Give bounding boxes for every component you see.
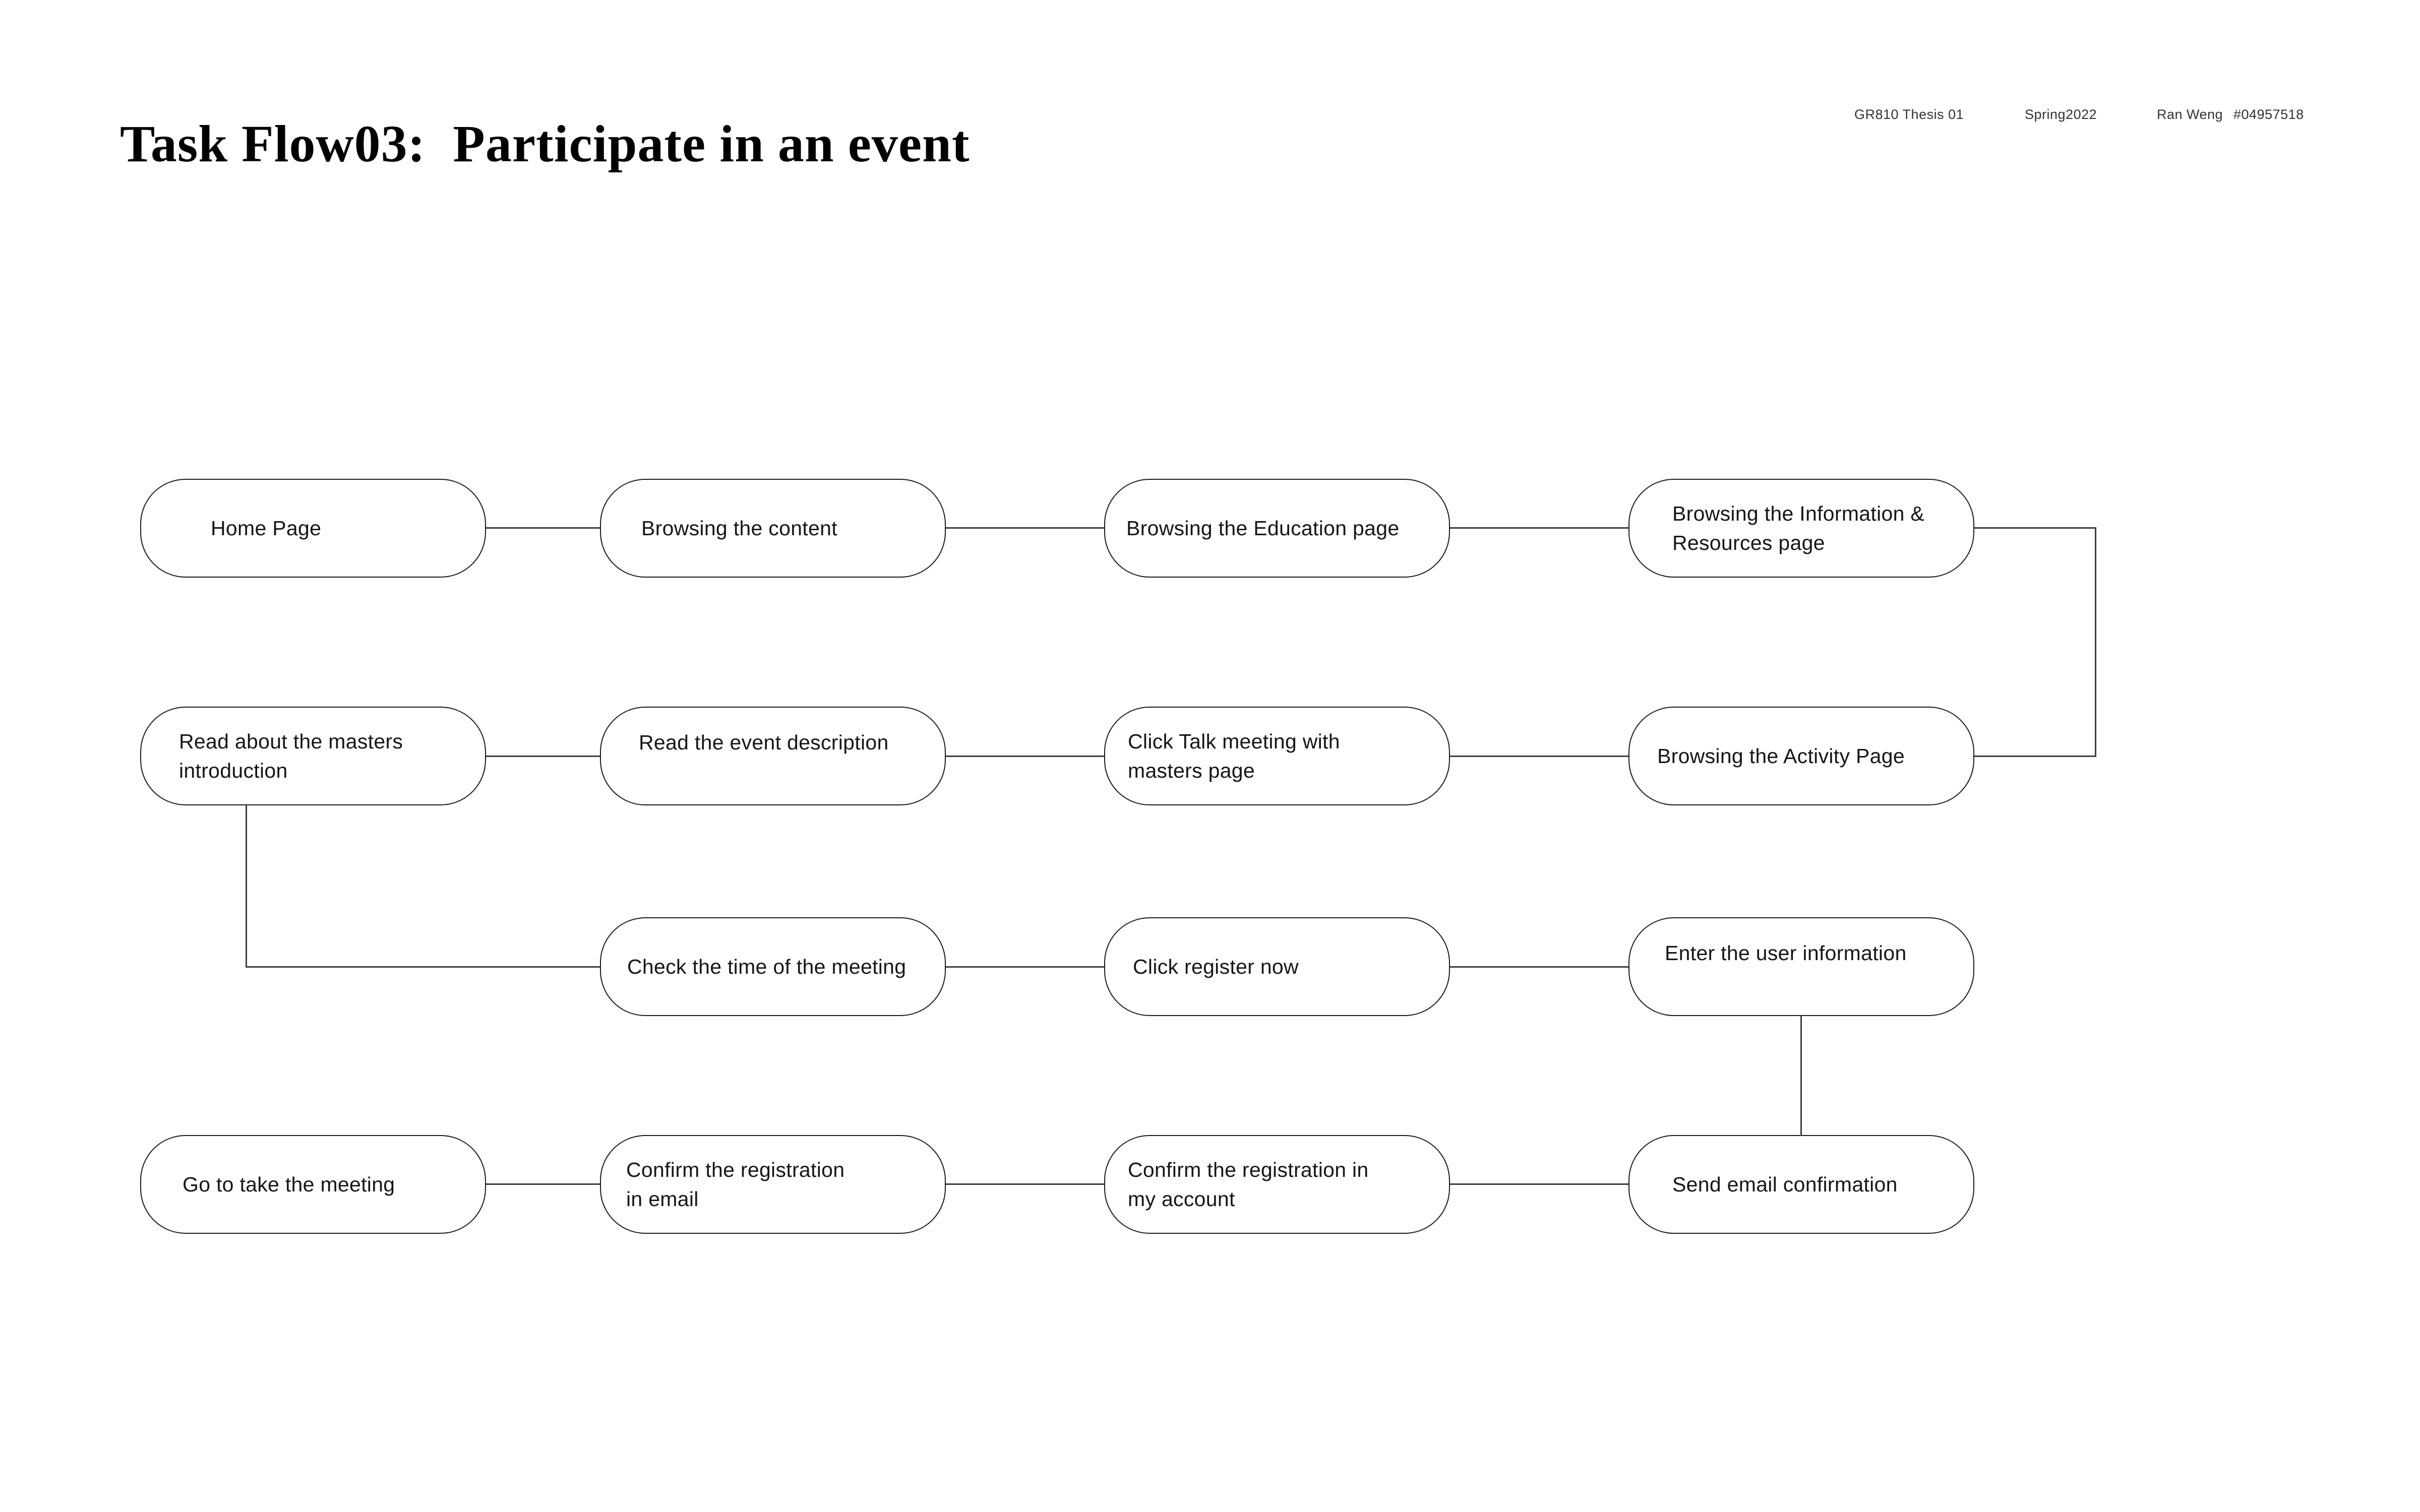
flow-node-enter-the-user-information: Enter the user information xyxy=(1628,917,1974,1016)
flow-node-label: Browsing the Education page xyxy=(1126,516,1400,540)
flow-node-read-the-event-description: Read the event description xyxy=(600,707,946,805)
flow-node-label: Click Talk meeting with masters page xyxy=(1128,729,1340,782)
connector-information-resources-elbow-h1 xyxy=(1974,527,2096,529)
flow-node-label: Go to take the meeting xyxy=(183,1172,395,1196)
flow-node-label: Read about the masters introduction xyxy=(179,729,403,782)
flow-node-label: Enter the user information xyxy=(1665,941,1907,965)
flow-node-check-the-time-of-the-meeting: Check the time of the meeting xyxy=(600,917,946,1016)
connector-activity-page-to-click-talk-meeting xyxy=(1450,755,1628,757)
connector-confirm-in-account-to-confirm-in-email xyxy=(946,1183,1104,1185)
flow-node-home-page: Home Page xyxy=(140,479,486,578)
header-semester: Spring2022 xyxy=(2025,107,2097,122)
connector-information-resources-elbow-v xyxy=(2095,527,2096,757)
flow-node-label: Home Page xyxy=(211,516,322,540)
header-course: GR810 Thesis 01 xyxy=(1854,107,1964,122)
page-title: Task Flow03: Participate in an event xyxy=(120,115,970,173)
flow-node-label: Browsing the content xyxy=(641,516,837,540)
flow-node-label: Confirm the registration in my account xyxy=(1128,1158,1369,1211)
header-author: Ran Weng xyxy=(2157,107,2223,122)
flow-node-click-talk-meeting-with-masters-page: Click Talk meeting with masters page xyxy=(1104,707,1450,805)
flow-node-label: Browsing the Information & Resources pag… xyxy=(1672,501,1925,554)
connector-enter-user-information-to-send-email-v xyxy=(1800,1016,1802,1136)
flow-node-confirm-the-registration-in-my-account: Confirm the registration in my account xyxy=(1104,1135,1450,1234)
flow-node-confirm-the-registration-in-email: Confirm the registration in email xyxy=(600,1135,946,1234)
connector-event-description-to-masters-introduction xyxy=(486,755,600,757)
connector-click-talk-meeting-to-event-description xyxy=(946,755,1104,757)
connector-check-time-to-click-register xyxy=(946,966,1104,968)
header-student-id: #04957518 xyxy=(2233,107,2304,122)
flow-node-browsing-the-content: Browsing the content xyxy=(600,479,946,578)
connector-masters-introduction-elbow-v xyxy=(246,805,247,967)
flow-node-browsing-the-activity-page: Browsing the Activity Page xyxy=(1628,707,1974,805)
flow-node-browsing-the-education-page: Browsing the Education page xyxy=(1104,479,1450,578)
flow-node-label: Send email confirmation xyxy=(1672,1172,1898,1196)
flow-node-label: Confirm the registration in email xyxy=(626,1158,845,1211)
connector-click-register-to-enter-user-information xyxy=(1450,966,1628,968)
connector-send-email-to-confirm-in-account xyxy=(1450,1183,1628,1185)
connector-information-resources-elbow-h2 xyxy=(1974,755,2096,757)
flow-node-label: Read the event description xyxy=(639,731,889,754)
flow-node-click-register-now: Click register now xyxy=(1104,917,1450,1016)
connector-masters-introduction-elbow-h xyxy=(246,966,600,968)
connector-education-page-to-information-resources xyxy=(1450,527,1628,529)
flow-node-go-to-take-the-meeting: Go to take the meeting xyxy=(140,1135,486,1234)
flow-node-browsing-the-information-resources-page: Browsing the Information & Resources pag… xyxy=(1628,479,1974,578)
flow-node-label: Browsing the Activity Page xyxy=(1657,744,1905,768)
flow-node-label: Check the time of the meeting xyxy=(627,955,906,978)
flow-node-read-about-the-masters-introduction: Read about the masters introduction xyxy=(140,707,486,805)
connector-confirm-in-email-to-go-take-meeting xyxy=(486,1183,600,1185)
flow-node-send-email-confirmation: Send email confirmation xyxy=(1628,1135,1974,1234)
flow-node-label: Click register now xyxy=(1133,955,1299,978)
connector-home-page-to-browsing-content xyxy=(486,527,600,529)
connector-browsing-content-to-education-page xyxy=(946,527,1104,529)
